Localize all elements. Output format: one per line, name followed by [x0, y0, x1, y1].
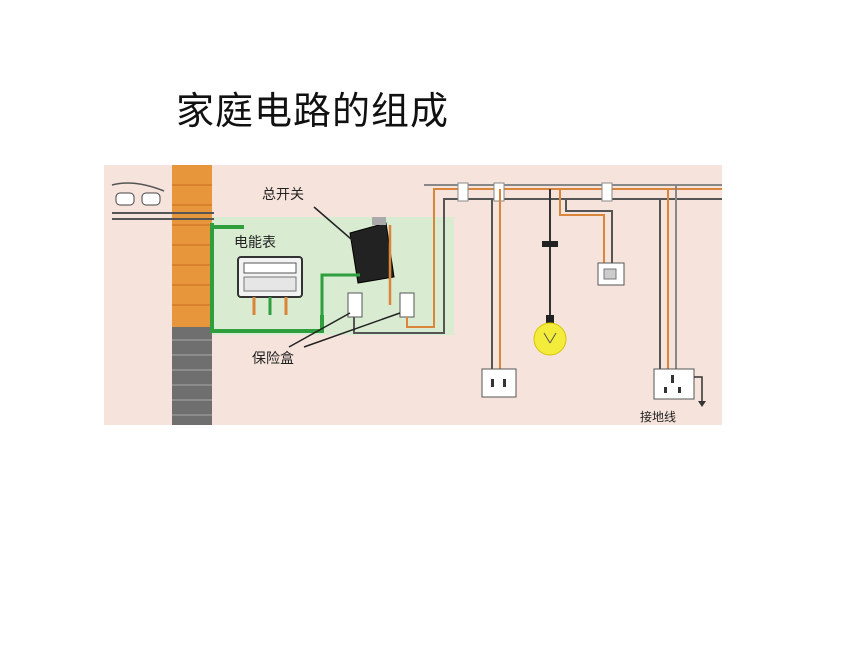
- main-switch: [349, 217, 395, 305]
- label-fuse-box: 保险盒: [252, 350, 294, 367]
- slide-title: 家庭电路的组成: [176, 89, 450, 133]
- socket-right: [653, 185, 703, 401]
- lightbulb-icon: [533, 315, 567, 356]
- neutral-wire: [353, 198, 722, 334]
- live-wire: [406, 188, 722, 328]
- label-main-switch: 总开关: [262, 187, 304, 203]
- label-ground: 接地线: [640, 409, 676, 424]
- brick-wall: [172, 165, 212, 425]
- household-circuit-diagram: 总开关 电能表 保险盒 接地线: [104, 165, 722, 425]
- fuse-box-right: [399, 292, 415, 318]
- lamp-branch: [542, 189, 625, 315]
- insulator-icon: [111, 182, 214, 220]
- label-meter: 电能表: [234, 235, 276, 251]
- energy-meter: [237, 256, 303, 315]
- green-wire: [210, 223, 324, 333]
- ground-arrow-icon: [698, 401, 706, 407]
- socket-left: [481, 189, 517, 398]
